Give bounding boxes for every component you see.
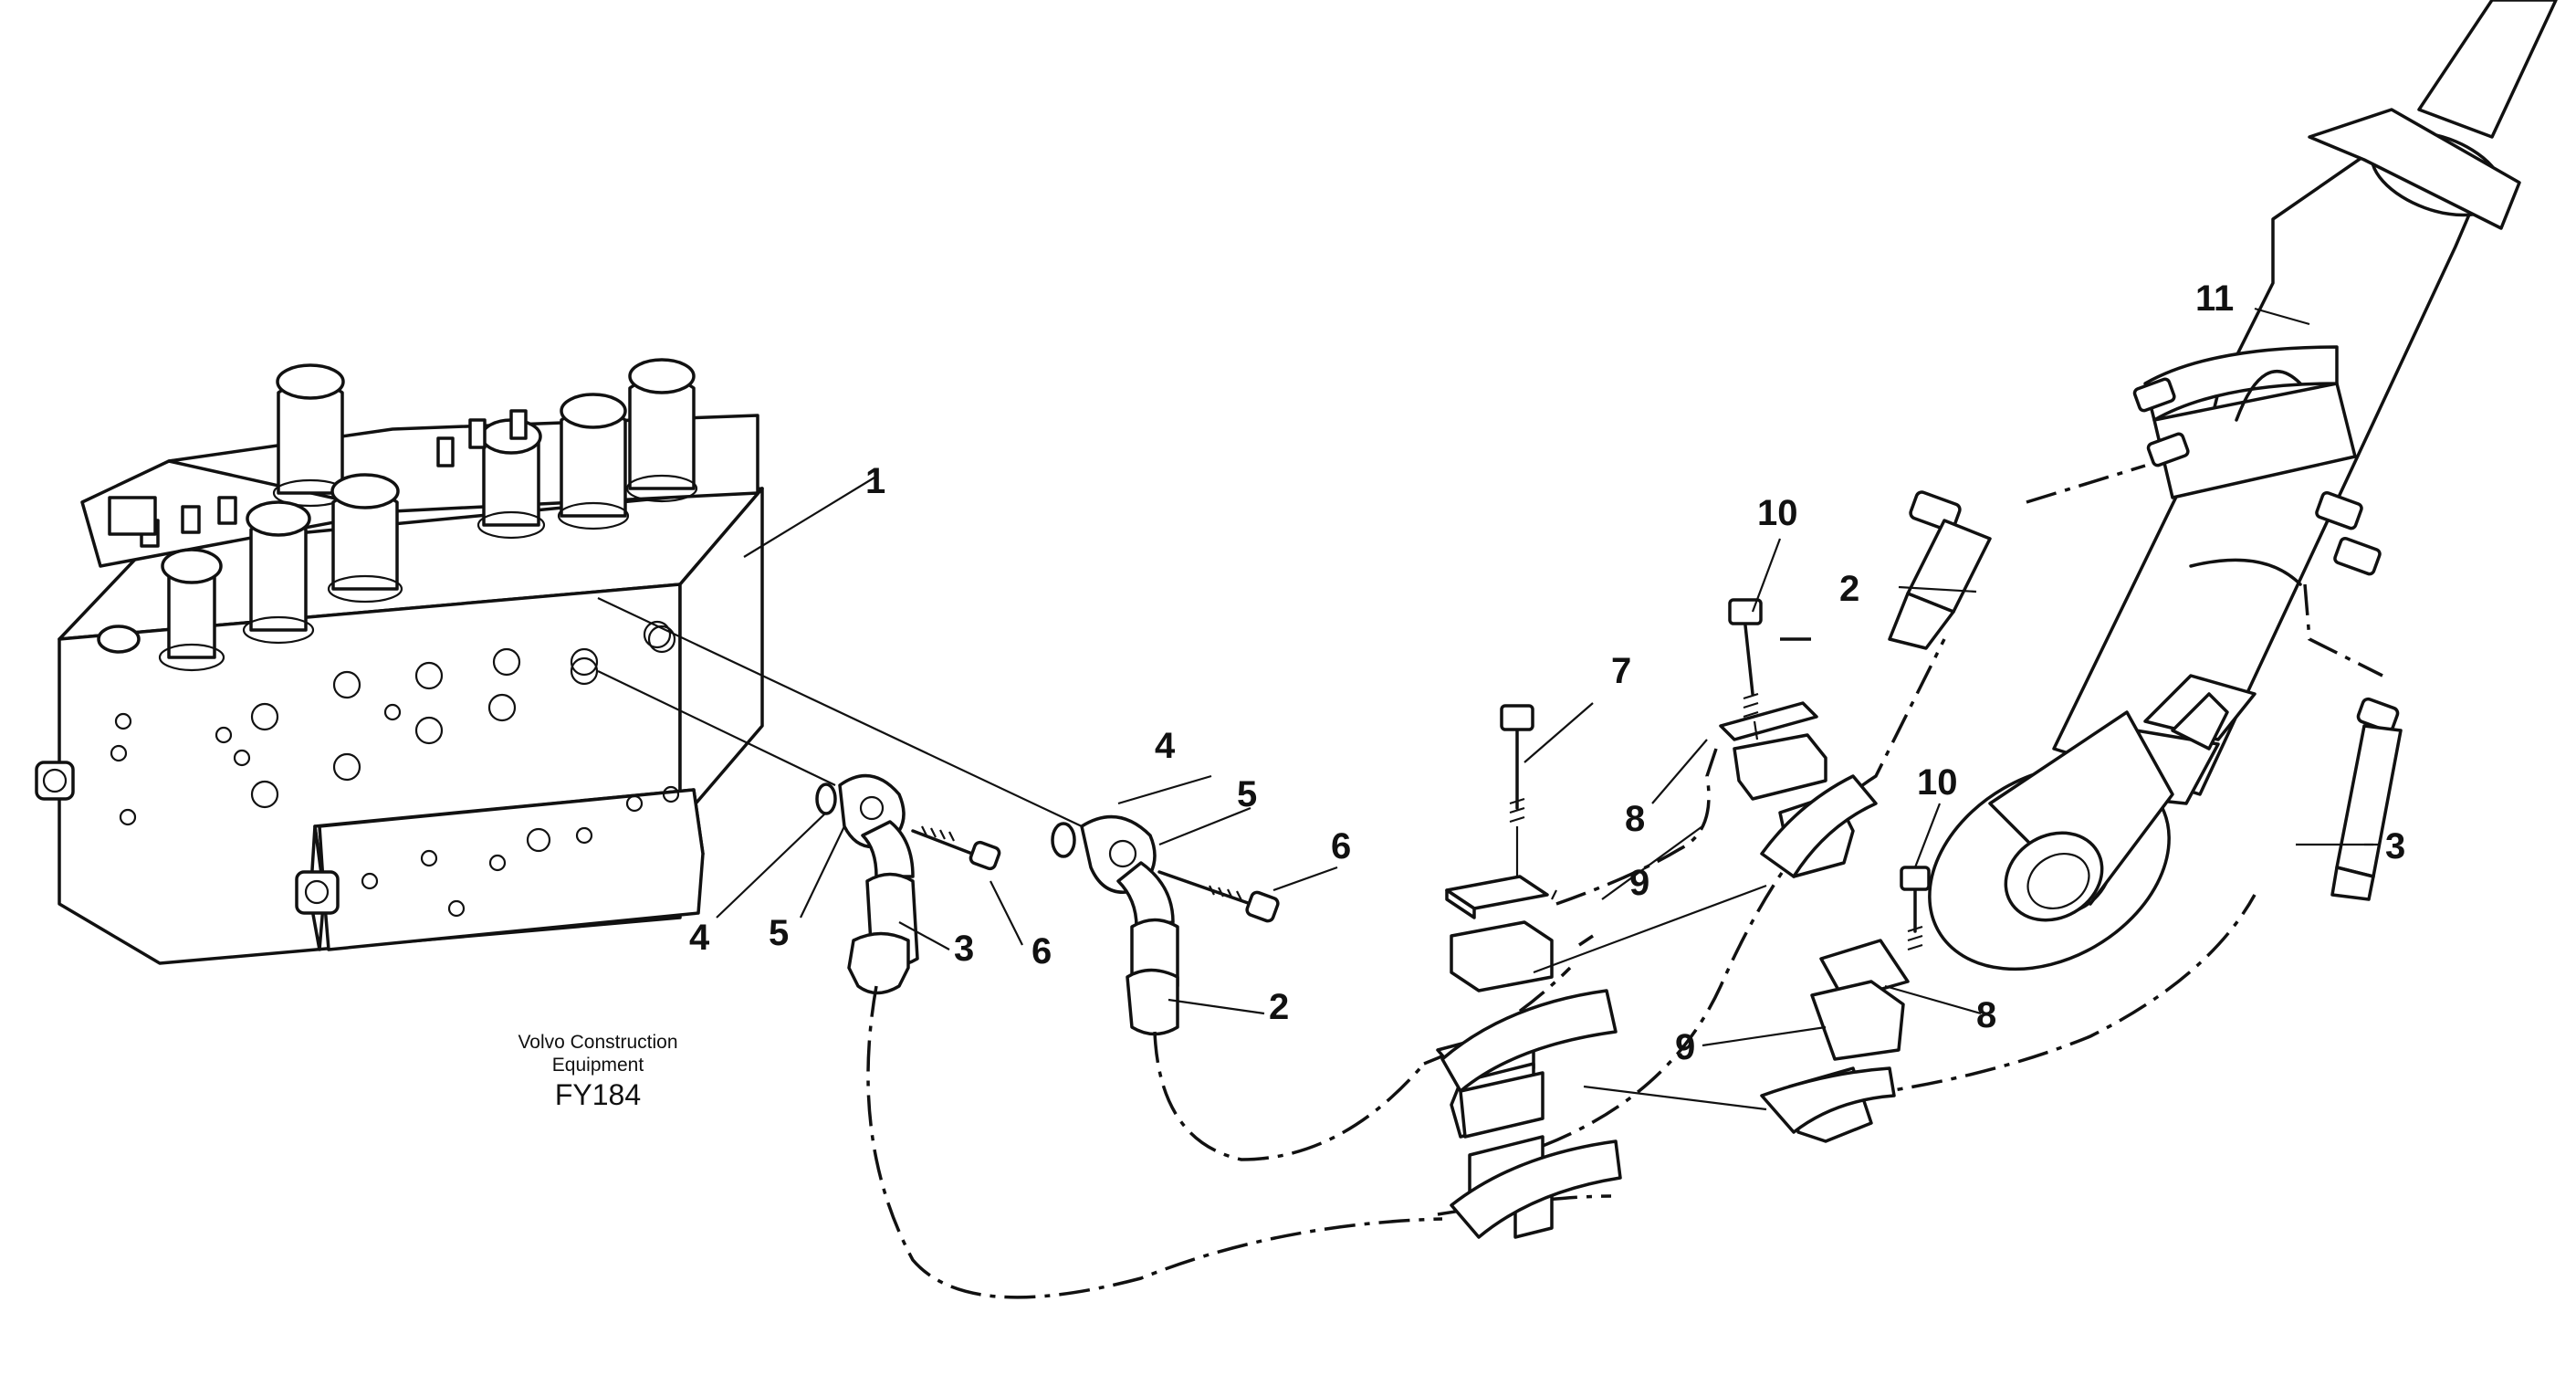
callout-6-right: 6 — [1331, 826, 1351, 866]
clamp-stack-upper — [1719, 701, 1878, 878]
callout-8-upper: 8 — [1625, 799, 1645, 839]
hydraulic-cylinder — [1928, 0, 2558, 971]
callout-3-left: 3 — [954, 929, 974, 969]
o-ring-4b — [1051, 822, 1076, 858]
hose-end-2-center — [1126, 918, 1179, 1036]
leader-lines — [716, 307, 2378, 1111]
callout-4-right: 4 — [1155, 726, 1176, 766]
callout-9-upper: 9 — [1629, 863, 1649, 903]
caption-company-line2: Equipment — [552, 1055, 644, 1076]
callout-5-left: 5 — [769, 913, 789, 953]
control-valve-block — [35, 358, 764, 965]
hose-end-3-left — [847, 872, 919, 995]
callout-6-left: 6 — [1031, 931, 1052, 971]
callout-2-center: 2 — [1269, 987, 1289, 1027]
caption-company-line1: Volvo Construction — [518, 1032, 677, 1053]
bolt-10b — [1900, 866, 1931, 951]
hose-end-3-cylinder — [2330, 697, 2403, 901]
clamp-stack-lower — [1436, 875, 1622, 1239]
screw-6a — [911, 825, 1001, 871]
callout-5-right: 5 — [1237, 774, 1257, 814]
flange-fitting-left — [838, 773, 915, 878]
bolt-10a — [1728, 598, 1763, 740]
callout-3-cylinder: 3 — [2385, 826, 2405, 866]
clamp-stack-right — [1760, 939, 1910, 1143]
hose-end-2-cylinder — [1888, 490, 1992, 650]
callout-11: 11 — [2195, 278, 2234, 319]
caption-figure-code: FY184 — [555, 1078, 641, 1111]
callout-2-cylinder: 2 — [1839, 569, 1859, 609]
callout-8-lower: 8 — [1976, 995, 1996, 1035]
callout-9-lower: 9 — [1675, 1027, 1695, 1067]
o-ring-4a — [815, 782, 837, 815]
callout-10-upper: 10 — [1757, 493, 1798, 533]
bolt-7 — [1500, 704, 1534, 877]
callout-4-left: 4 — [689, 918, 710, 958]
flange-fitting-right — [1080, 814, 1175, 929]
screw-6b — [1157, 870, 1280, 923]
callout-10-lower: 10 — [1917, 762, 1958, 803]
callout-1: 1 — [865, 461, 885, 501]
callout-7: 7 — [1611, 651, 1631, 691]
